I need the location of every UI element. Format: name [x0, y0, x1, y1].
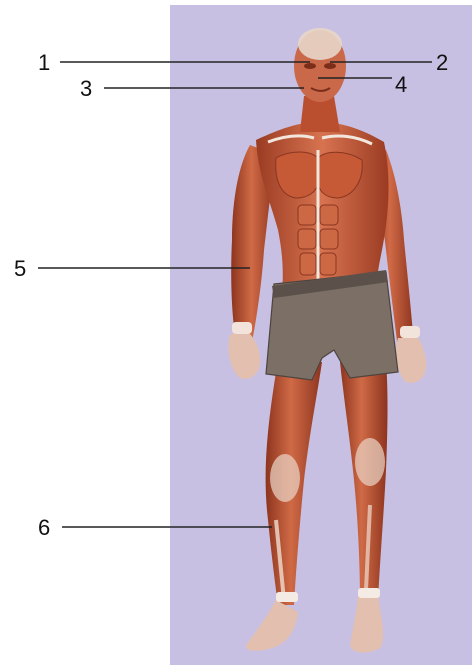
- eye-region-right: [324, 63, 336, 69]
- eye-region-left: [304, 63, 316, 69]
- label-6: 6: [38, 515, 50, 540]
- label-1: 1: [38, 50, 50, 75]
- left-ankle-band: [276, 592, 298, 602]
- right-knee: [355, 438, 385, 486]
- left-knee: [270, 454, 300, 502]
- label-4: 4: [395, 72, 407, 97]
- right-wrist-band: [400, 326, 420, 338]
- left-wrist-band: [232, 322, 252, 334]
- label-3: 3: [80, 76, 92, 101]
- right-ankle-band: [358, 588, 380, 598]
- scalp: [298, 28, 342, 60]
- label-5: 5: [14, 256, 26, 281]
- label-2: 2: [436, 50, 448, 75]
